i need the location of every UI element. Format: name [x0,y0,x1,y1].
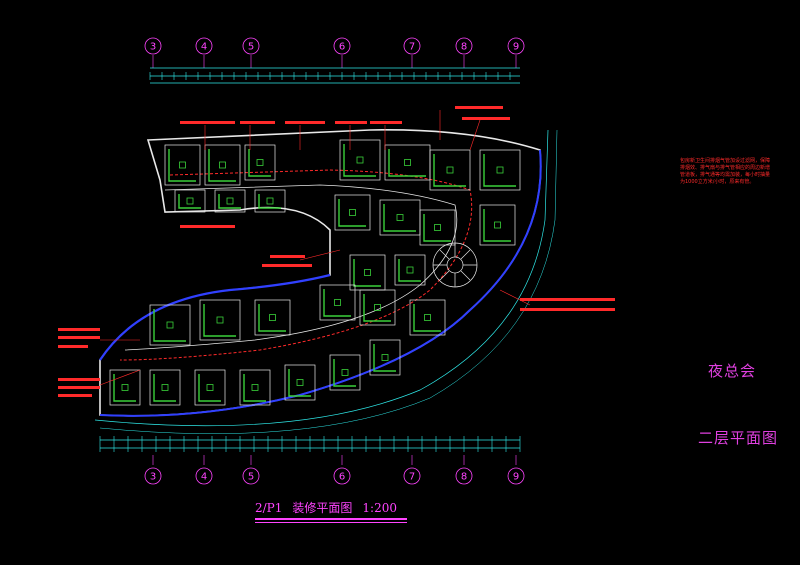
drawing-name: 装修平面图 [292,501,353,515]
axis-label: 4 [201,42,207,53]
room-7 [479,149,521,191]
axis-label: 6 [339,42,345,53]
dimension-ticks-bottom [99,436,521,452]
room-9 [214,189,246,213]
room-3 [244,144,276,181]
axis-label: 5 [248,472,254,483]
room-24 [149,369,181,406]
drawing-code: 2/P1 [255,501,283,515]
room-14 [479,204,516,246]
axis-label: 8 [461,42,467,53]
room-27 [284,364,316,401]
room-23 [109,369,141,406]
axis-bubble-9: 9 [507,37,525,68]
room-20 [254,299,291,336]
dimension-lines-top [150,67,520,84]
room-1 [164,144,201,186]
axis-bubble-9: 9 [507,455,525,485]
axis-label: 9 [513,472,519,483]
axis-bubble-5: 5 [242,455,260,485]
axis-bubble-4: 4 [195,455,213,485]
room-26 [239,369,271,406]
title-underline [255,518,407,520]
room-13 [419,209,456,246]
room-25 [194,369,226,406]
axis-bubble-7: 7 [403,455,421,485]
room-28 [329,354,361,391]
room-29 [369,339,401,376]
axis-label: 4 [201,472,207,483]
room-10 [254,189,286,213]
room-5 [384,144,431,181]
spiral-staircase [432,242,478,288]
room-4 [339,139,381,181]
axis-bubble-3: 3 [144,37,162,68]
curtain-wall-east [99,149,542,417]
arc-dimension-line-2 [99,129,558,434]
axis-bubble-4: 4 [195,37,213,68]
room-22 [149,304,191,346]
building-outline [99,129,542,417]
axis-bubble-8: 8 [455,37,473,68]
drawing-title-block: 2/P1 装修平面图 1:200 [255,499,407,523]
axis-label: 3 [150,42,156,53]
room-21 [199,299,241,341]
annotation-labels [58,106,615,397]
drawing-scale: 1:200 [362,501,397,515]
room-17 [319,284,356,321]
axis-bubble-6: 6 [333,455,351,485]
axis-label: 7 [409,42,415,53]
axis-bubble-8: 8 [455,455,473,485]
room-12 [379,199,421,236]
room-2 [204,144,241,186]
title-underline-thin [255,522,407,523]
axis-label: 8 [461,472,467,483]
axis-label: 5 [248,42,254,53]
room-8 [174,189,206,213]
axis-label: 7 [409,472,415,483]
corridor-wall [124,184,458,351]
axis-label: 9 [513,42,519,53]
axis-label: 3 [150,472,156,483]
axis-bubble-6: 6 [333,37,351,68]
arc-dimension-line [94,129,549,427]
axis-bubble-3: 3 [144,455,162,485]
axis-bubbles-bottom: 3 4 5 6 7 8 9 [144,455,525,485]
room-19 [409,299,446,336]
floor-title: 二层平面图 [698,429,779,447]
axis-bubbles-top: 3 4 5 6 7 8 9 [144,37,525,68]
annotation-leaders [99,110,531,386]
room-16 [394,254,426,286]
private-rooms [109,139,521,406]
dimension-ticks-top [149,72,511,80]
room-11 [334,194,371,231]
curtain-wall [99,273,331,361]
axis-bubble-7: 7 [403,37,421,68]
room-6 [429,149,471,191]
design-note: 包房新卫生间排烟气管加设过滤网，保障排烟效、排气扇与排气管相应的周边新增管道板，… [680,158,771,185]
axis-label: 6 [339,472,345,483]
axis-bubble-5: 5 [242,37,260,68]
venue-title: 夜总会 [708,362,757,380]
room-18 [359,289,396,326]
